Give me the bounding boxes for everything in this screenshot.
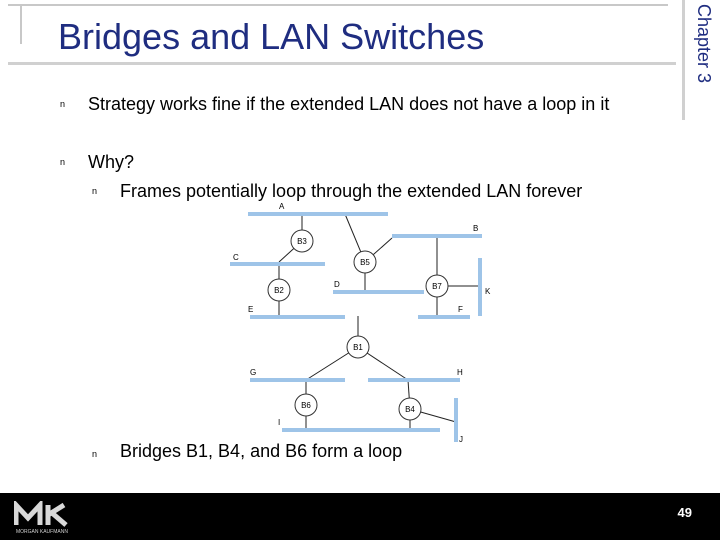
- morgan-kaufmann-logo: MORGAN KAUFMANN: [14, 501, 68, 535]
- sub-bullet-marker: n: [92, 186, 98, 196]
- lan-label-c: C: [233, 253, 239, 262]
- sub-bullet-text: Bridges B1, B4, and B6 form a loop: [120, 441, 403, 461]
- title-underline: [8, 62, 676, 65]
- bullet-text: Strategy works fine if the extended LAN …: [88, 94, 610, 114]
- sub-bullet-text: Frames potentially loop through the exte…: [120, 181, 583, 201]
- lan-label-f: F: [458, 305, 463, 314]
- lan-label-g: G: [250, 368, 256, 377]
- lan-label-b: B: [473, 224, 478, 233]
- footer-bar: MORGAN KAUFMANN 49: [0, 493, 720, 540]
- bridge-label-b7: B7: [432, 282, 442, 291]
- chapter-divider: [682, 0, 685, 120]
- bridge-label-b4: B4: [405, 405, 415, 414]
- bridge-b2: B2: [267, 278, 291, 302]
- bridge-label-b5: B5: [360, 258, 370, 267]
- bridge-label-b2: B2: [274, 286, 284, 295]
- lan-label-d: D: [334, 280, 340, 289]
- bridge-b1: B1: [346, 335, 370, 359]
- bridge-b4: B4: [398, 397, 422, 421]
- bullet-text: Why?: [88, 152, 135, 172]
- bridge-label-b6: B6: [301, 401, 311, 410]
- bridge-b7: B7: [425, 274, 449, 298]
- lan-label-i: I: [278, 418, 280, 427]
- bridge-b3: B3: [290, 229, 314, 253]
- lan-segments: [230, 212, 482, 442]
- bullet-marker: n: [60, 99, 66, 109]
- bridge-b6: B6: [294, 393, 318, 417]
- bridge-b5: B5: [353, 250, 377, 274]
- slide-title: Bridges and LAN Switches: [58, 16, 485, 57]
- top-rule: [8, 4, 668, 6]
- left-rule: [20, 4, 22, 44]
- lan-labels: A B C D E F G H I J K: [233, 202, 491, 444]
- bridge-label-b1: B1: [353, 343, 363, 352]
- lan-label-k: K: [485, 287, 491, 296]
- lan-label-h: H: [457, 368, 463, 377]
- bridge-label-b3: B3: [297, 237, 307, 246]
- publisher-text: MORGAN KAUFMANN: [16, 529, 68, 535]
- lan-label-a: A: [279, 202, 285, 211]
- sub-bullet-marker: n: [92, 449, 98, 459]
- bullet-marker: n: [60, 157, 66, 167]
- lan-label-j: J: [459, 435, 463, 444]
- bridge-nodes: B3 B5 B2 B7 B1 B6 B4: [267, 229, 449, 421]
- lan-label-e: E: [248, 305, 253, 314]
- page-number: 49: [677, 505, 692, 520]
